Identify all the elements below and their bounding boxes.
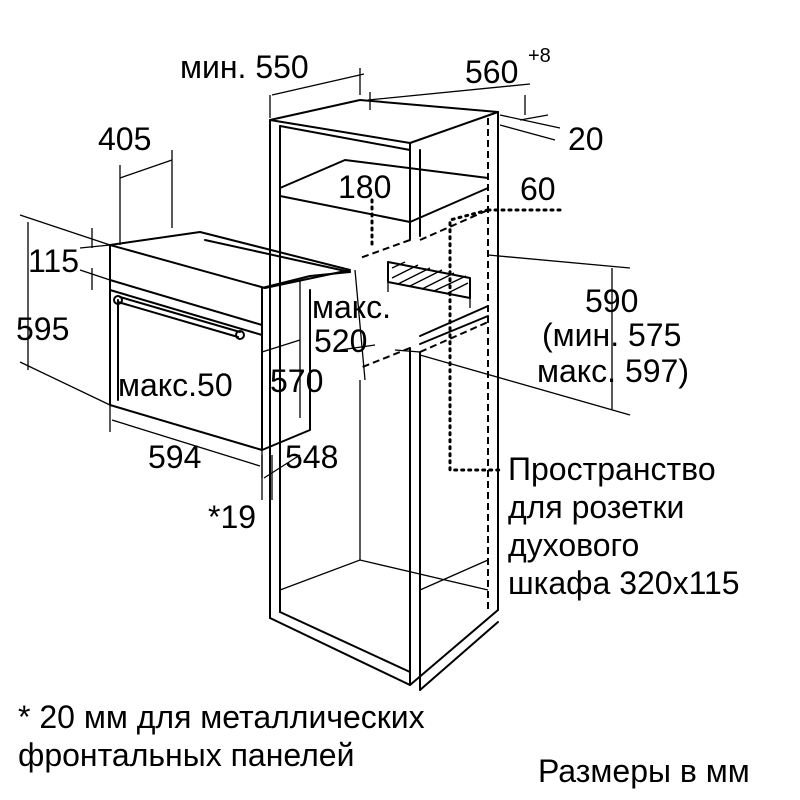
units-note: Размеры в мм xyxy=(538,753,750,789)
label-595: 595 xyxy=(16,311,69,347)
label-maks-597: макс. 597) xyxy=(537,353,689,389)
label-115: 115 xyxy=(28,243,79,279)
label-star-19: *19 xyxy=(208,499,256,535)
label-590: 590 xyxy=(585,283,638,319)
socket-note-line2: для розетки xyxy=(508,489,684,525)
cabinet xyxy=(269,99,499,691)
label-60: 60 xyxy=(520,171,556,207)
label-570: 570 xyxy=(270,363,323,399)
label-548: 548 xyxy=(285,439,338,475)
label-min-550: мин. 550 xyxy=(180,49,309,85)
footnote: * 20 мм для металлических фронтальных па… xyxy=(18,699,425,773)
socket-note-line4: шкафа 320x115 xyxy=(508,565,740,601)
oven xyxy=(109,231,351,451)
label-180: 180 xyxy=(338,169,391,205)
dimension-lines xyxy=(19,68,631,500)
footnote-line2: фронтальных панелей xyxy=(18,737,354,773)
label-560-tolerance: +8 xyxy=(528,45,551,67)
label-maks-50: макс.50 xyxy=(118,367,233,403)
footnote-line1: * 20 мм для металлических xyxy=(18,699,425,735)
label-520: 520 xyxy=(314,323,367,359)
label-20: 20 xyxy=(568,121,604,157)
label-594: 594 xyxy=(148,439,201,475)
label-maks: макс. xyxy=(312,289,391,325)
dimension-labels: мин. 550 560 +8 20 405 180 60 115 595 ма… xyxy=(16,45,689,535)
vent-hatch xyxy=(391,261,469,295)
socket-note-line3: духового xyxy=(508,527,639,563)
oven-handle xyxy=(113,295,245,340)
label-560: 560 xyxy=(465,54,518,90)
label-min-575: (мин. 575 xyxy=(542,317,681,353)
socket-note-line1: Пространство xyxy=(508,451,716,487)
socket-note: Пространство для розетки духового шкафа … xyxy=(508,451,740,601)
label-405: 405 xyxy=(98,121,151,157)
